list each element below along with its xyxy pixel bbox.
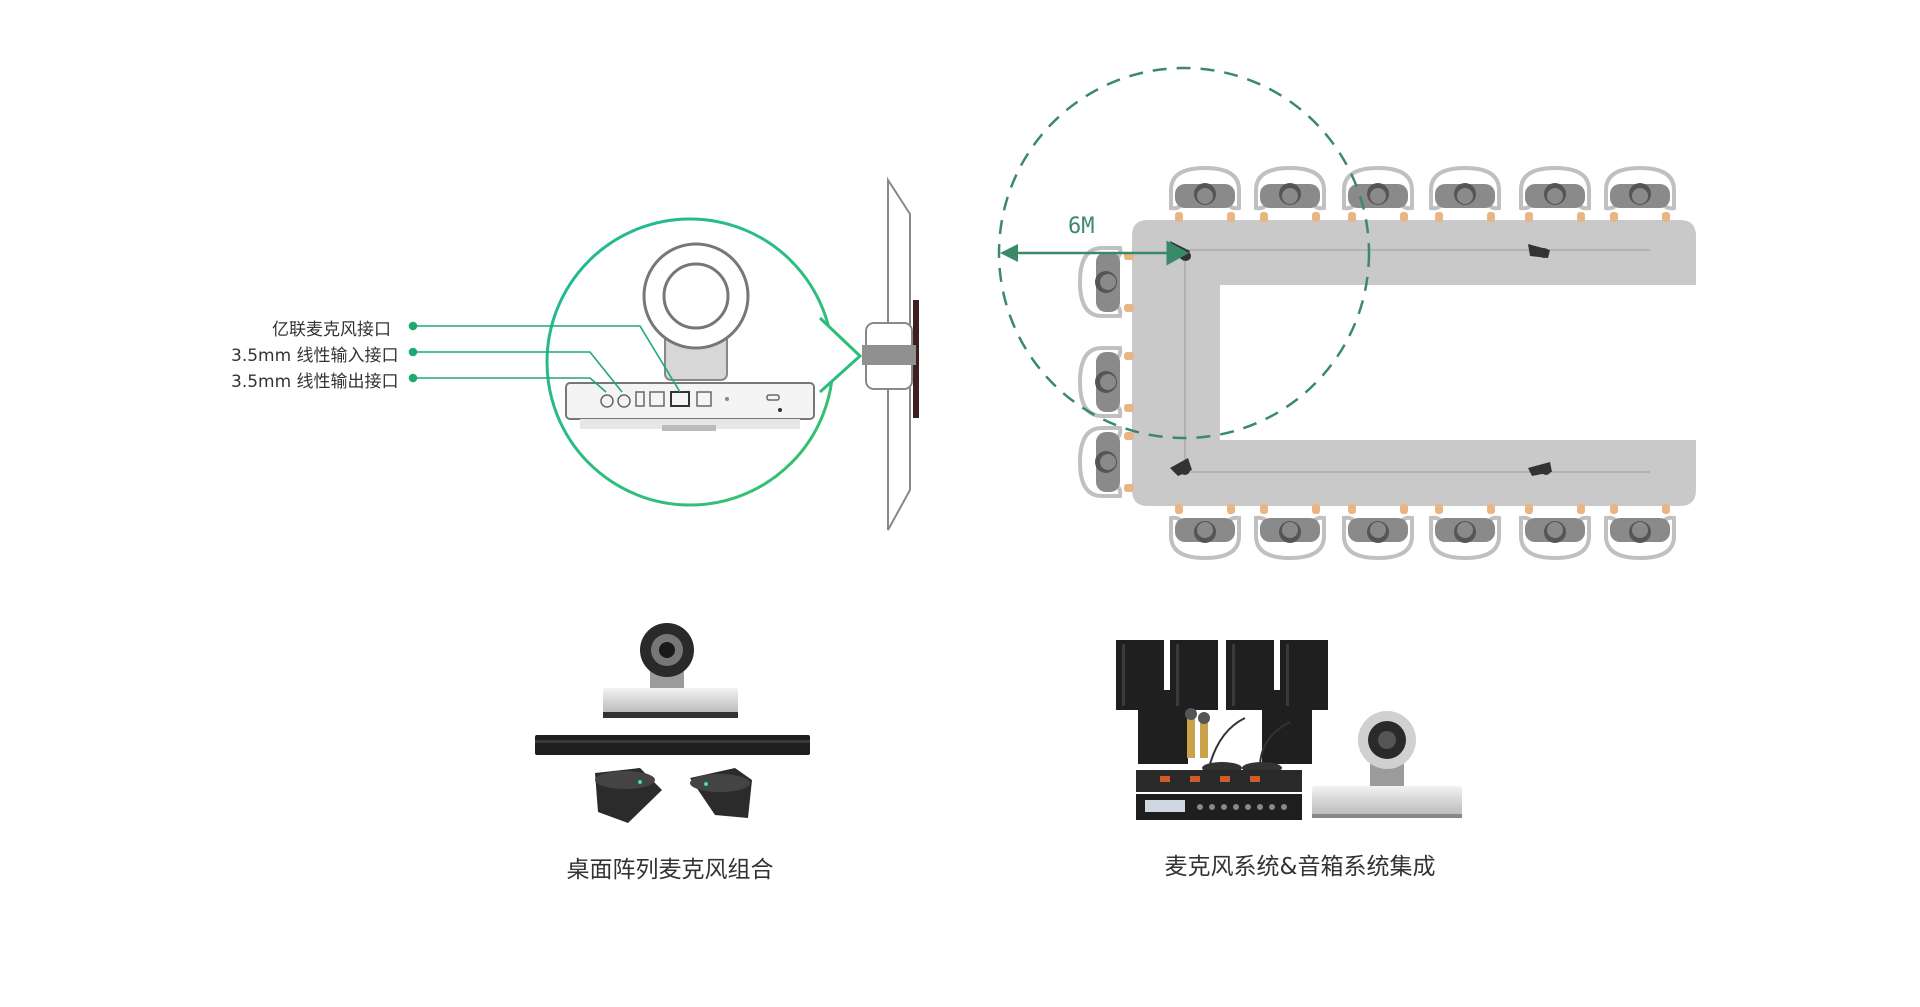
- caption-desktop-array-mic: 桌面阵列麦克风组合: [566, 857, 774, 883]
- port-connector-lines: [408, 321, 681, 393]
- desktop-array-mic-set: [535, 623, 810, 823]
- camera-zoom-callout: [408, 217, 863, 507]
- pickup-range-circle: [997, 66, 1371, 440]
- participant-14: [1077, 346, 1134, 418]
- participant-8: [1254, 504, 1326, 561]
- line-out-label: 3.5mm 线性输出接口: [231, 372, 399, 392]
- participant-13: [1077, 246, 1134, 318]
- participant-12: [1604, 504, 1676, 561]
- participants: [1077, 165, 1676, 561]
- participant-15: [1077, 426, 1134, 498]
- conference-room-top-view: 6M: [997, 66, 1696, 561]
- participant-5: [1519, 165, 1591, 222]
- participant-2: [1254, 165, 1326, 222]
- participant-4: [1429, 165, 1501, 222]
- participant-1: [1169, 165, 1241, 222]
- distance-label: 6M: [1068, 214, 1095, 239]
- participant-11: [1519, 504, 1591, 561]
- caption-mic-speaker-system: 麦克风系统&音箱系统集成: [1164, 854, 1436, 880]
- participant-7: [1169, 504, 1241, 561]
- mic-port-label: 亿联麦克风接口: [272, 320, 391, 340]
- u-shaped-table: [1132, 220, 1696, 506]
- camera-illustration: [565, 242, 815, 431]
- participant-10: [1429, 504, 1501, 561]
- mic-speaker-system: [1116, 640, 1462, 820]
- line-in-label: 3.5mm 线性输入接口: [231, 346, 399, 366]
- participant-9: [1342, 504, 1414, 561]
- participant-3: [1342, 165, 1414, 222]
- display-side-view: [862, 176, 919, 531]
- participant-6: [1604, 165, 1676, 222]
